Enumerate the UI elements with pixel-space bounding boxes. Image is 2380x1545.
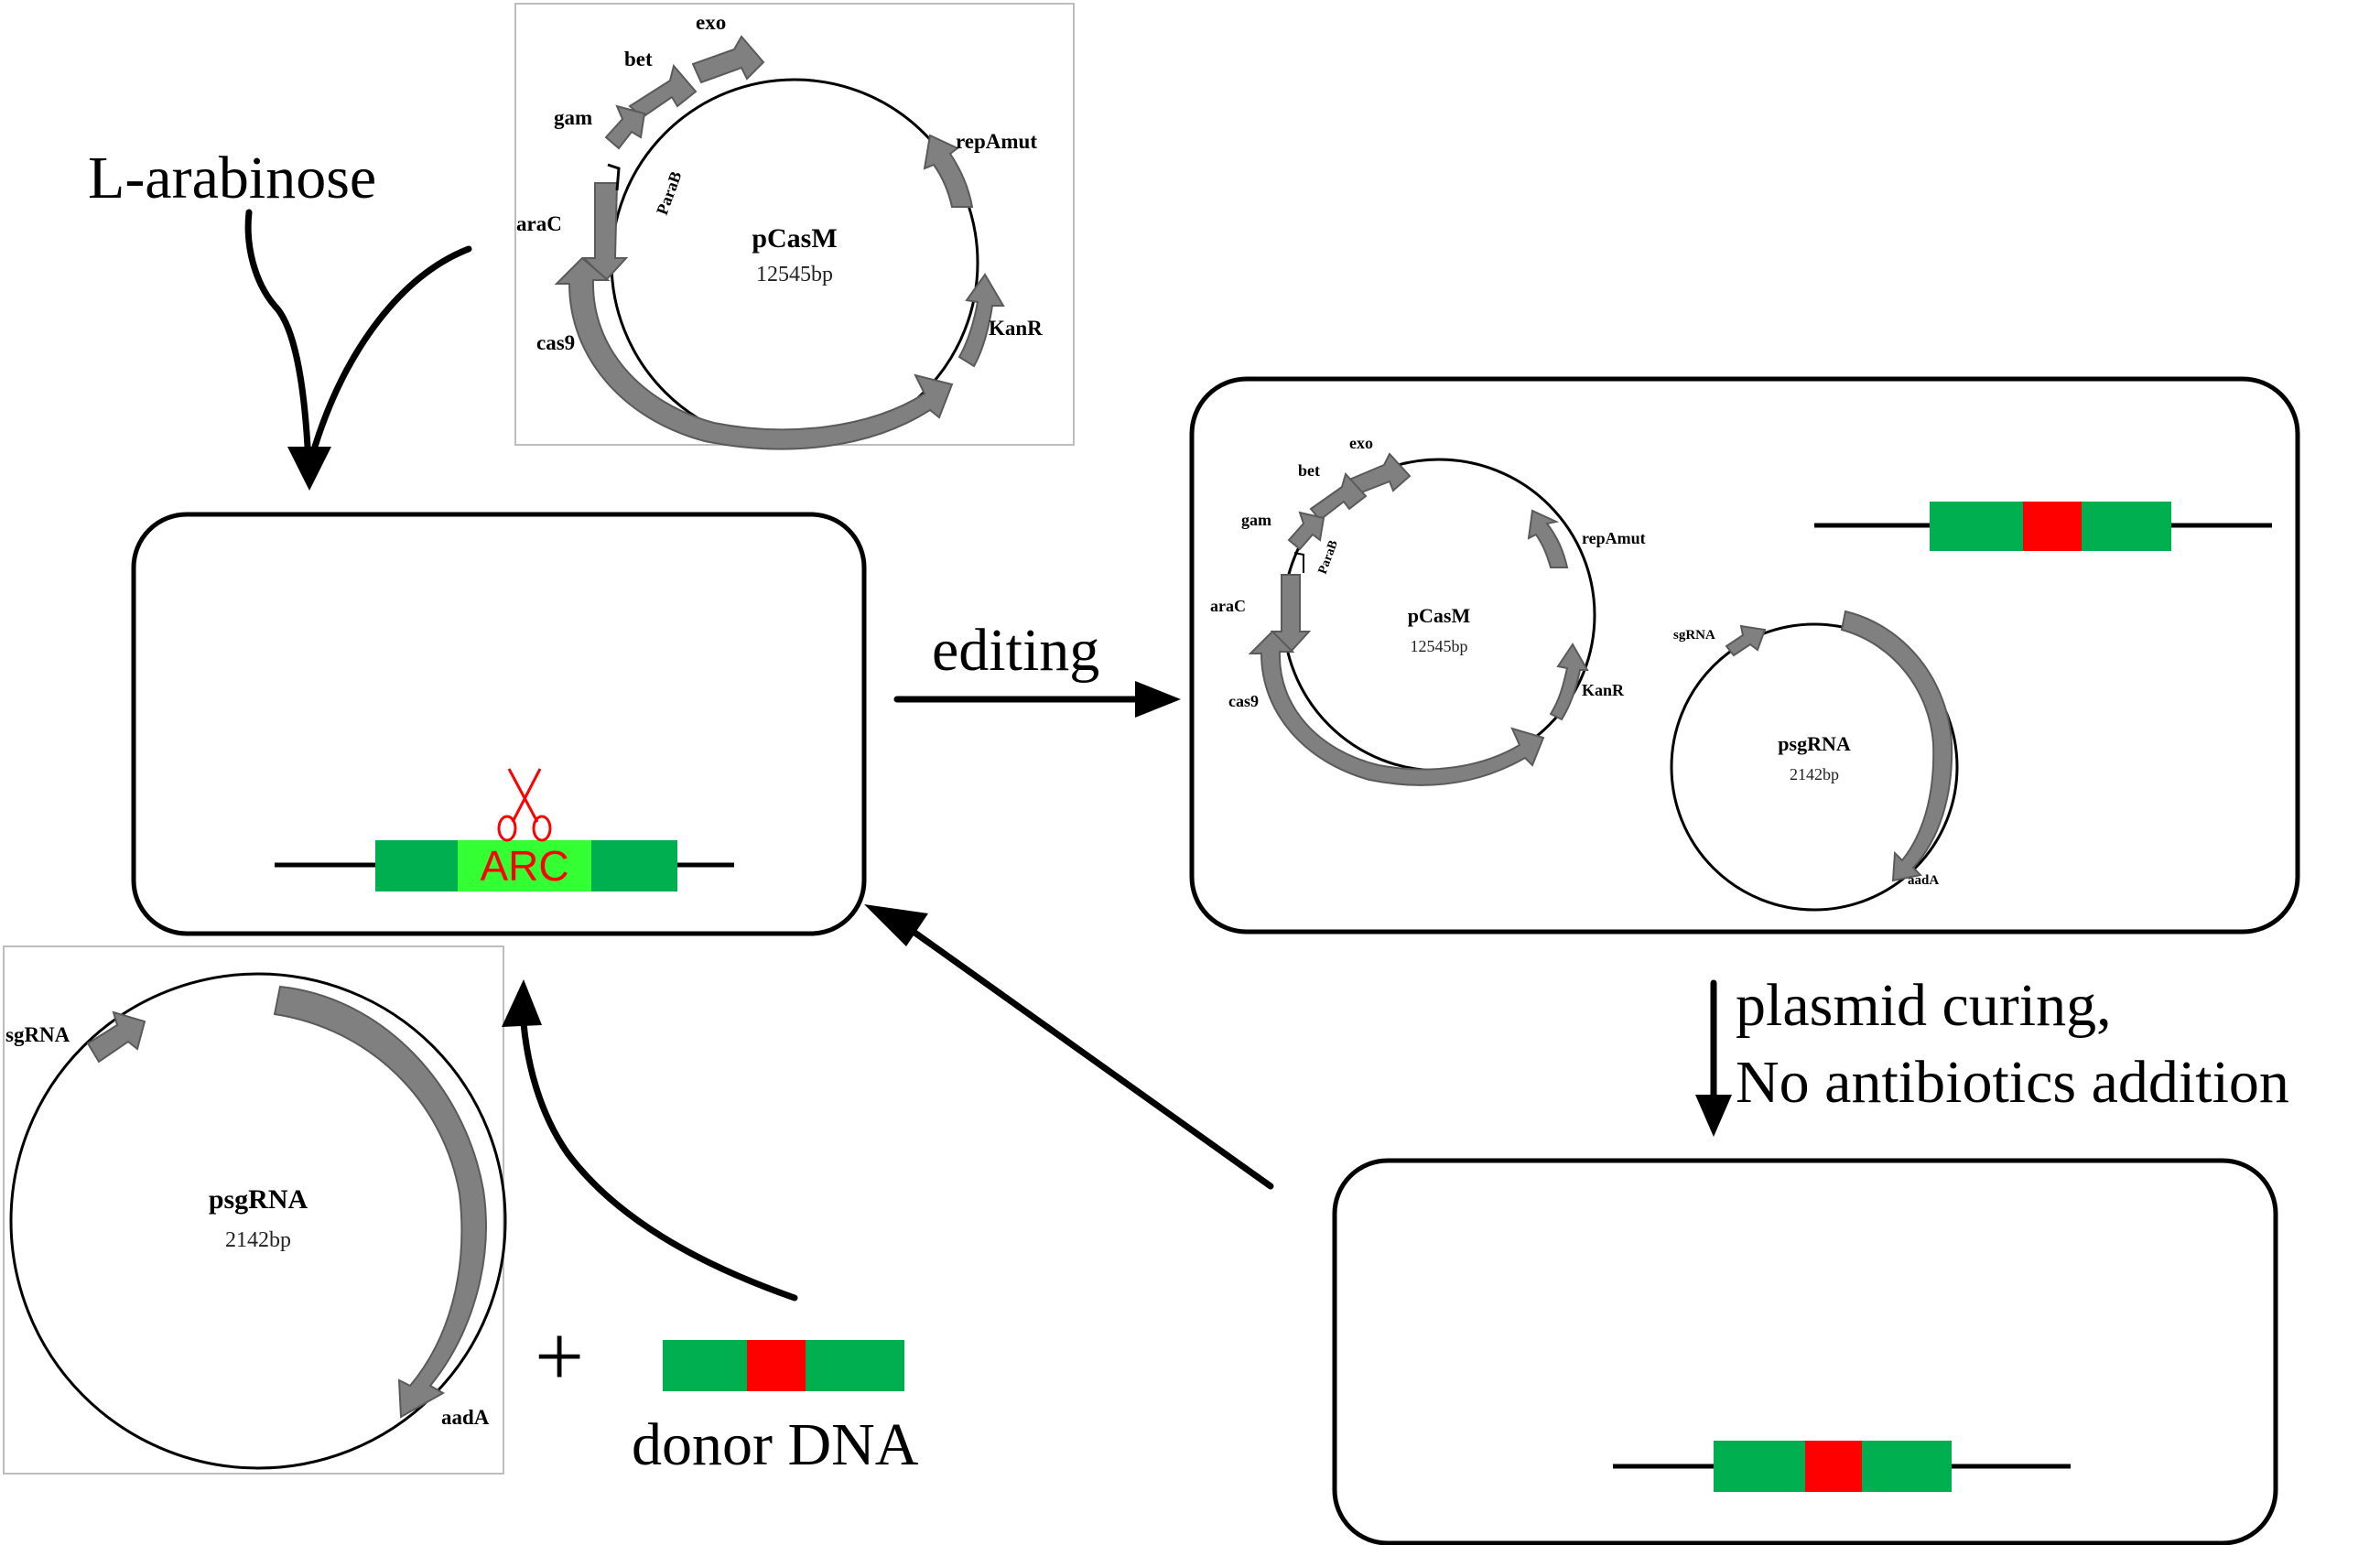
arabinose-flow-curve (244, 209, 311, 450)
entry-arrowhead (287, 447, 331, 491)
gene-arrow-arac-small (1270, 574, 1312, 654)
gene-label-arac-small: araC (1210, 597, 1246, 615)
donor-arrowhead (502, 979, 542, 1027)
editing-label: editing (932, 617, 1099, 684)
gene-label-bet: bet (624, 48, 653, 70)
gene-arrow-bet-small (1309, 472, 1368, 522)
pcasm-small-size: 12545bp (1411, 637, 1468, 655)
curing-label-line2: No antibiotics addition (1736, 1049, 2289, 1116)
gene-label-gam-small: gam (1241, 511, 1271, 529)
gene-label-parab: ParaB (653, 168, 686, 217)
pcasm-size: 12545bp (756, 263, 833, 286)
pcasm-small-name: pCasM (1408, 604, 1471, 627)
target-site (458, 840, 591, 891)
cell-edited (1189, 376, 2300, 935)
plasmid-flow-curve (311, 245, 472, 450)
plus-sign: + (535, 1307, 584, 1405)
psgrna-plasmid-bottom: sgRNA aadA psgRNA 2142bp (3, 945, 507, 1475)
psgrna-name: psgRNA (209, 1184, 308, 1215)
gene-arrow-exo (691, 35, 765, 84)
gene-arrow-arac (581, 182, 629, 282)
gene-arrow-gam-small (1287, 511, 1325, 551)
edited-chromosome-cell3 (1613, 1441, 2071, 1492)
pcasm-name: pCasM (752, 223, 837, 254)
psgrna-size: 2142bp (225, 1228, 291, 1252)
parab-promoter-arrow-small (1293, 552, 1304, 573)
insert-cell2 (2023, 502, 2082, 551)
recycle-arrowhead (864, 904, 928, 946)
gene-arrow-sgrna-small (1725, 624, 1767, 657)
gene-arrow-repamut (923, 134, 974, 208)
gene-arrow-bet (628, 63, 698, 119)
cell-cured (1332, 1158, 2278, 1545)
gene-arrow-kanr (957, 273, 1005, 368)
gene-label-exo-small: exo (1349, 434, 1373, 452)
editing-arrowhead (1135, 681, 1181, 718)
gene-label-repamut-small: repAmut (1582, 529, 1646, 547)
donor-flow-curve (520, 1020, 798, 1302)
donor-dna (663, 1340, 904, 1391)
gene-label-parab-small: ParaB (1316, 538, 1341, 576)
donor-insert (747, 1340, 806, 1391)
gene-label-cas9-small: cas9 (1228, 692, 1259, 710)
gene-label-sgrna-small: sgRNA (1673, 628, 1715, 643)
gene-label-sgrna: sgRNA (5, 1023, 70, 1046)
recycle-arrow-shaft (910, 928, 1274, 1190)
chromosome-target: ARC (275, 840, 734, 891)
gene-label-arac: araC (516, 212, 562, 235)
gene-arrow-aada (273, 985, 487, 1419)
curing-label-line1: plasmid curing, (1736, 972, 2112, 1039)
gene-label-cas9: cas9 (536, 331, 575, 354)
pcasm-plasmid-small: exo bet gam ParaB araC cas9 KanR repAmut… (1210, 434, 1646, 786)
gene-label-aada: aadA (441, 1406, 490, 1429)
inducer-label: L-arabinose (88, 145, 376, 211)
scissors-icon (497, 768, 552, 842)
gene-label-aada-small: aadA (1908, 873, 1939, 888)
gene-arrow-gam (604, 104, 646, 150)
gene-arrow-aada-small (1840, 610, 1953, 882)
gene-arrow-repamut-small (1527, 509, 1569, 568)
gene-arrow-kanr-small (1549, 643, 1589, 721)
curing-arrowhead (1695, 1095, 1732, 1137)
gene-arrow-cas9-small (1248, 630, 1545, 786)
psgrna-frame (3, 945, 504, 1475)
edited-chromosome-cell2 (1814, 502, 2272, 551)
psgrna-small-backbone (1670, 622, 1959, 912)
gene-label-repamut: repAmut (956, 130, 1037, 153)
psgrna-plasmid-small: sgRNA aadA psgRNA 2142bp (1670, 610, 1959, 912)
pcasm-plasmid-top: exo bet gam ParaB araC cas9 KanR repAmut… (514, 3, 1075, 450)
donor-label: donor DNA (632, 1411, 919, 1478)
parab-promoter-arrow (607, 163, 621, 191)
cell-initial (131, 512, 867, 936)
pcasm-gene-arrows (554, 35, 1005, 450)
gene-label-bet-small: bet (1298, 461, 1320, 480)
gene-label-exo: exo (696, 11, 726, 34)
gene-label-kanr-small: KanR (1582, 681, 1625, 699)
psgrna-backbone (9, 972, 507, 1470)
gene-arrow-cas9 (554, 256, 954, 450)
gene-label-gam: gam (554, 106, 592, 129)
gene-label-kanr: KanR (989, 317, 1043, 340)
psgrna-small-name: psgRNA (1778, 732, 1851, 755)
psgrna-small-size: 2142bp (1790, 765, 1839, 783)
target-label: ARC (480, 842, 568, 890)
gene-arrow-sgrna (86, 1010, 146, 1064)
insert-cell3 (1805, 1441, 1862, 1492)
